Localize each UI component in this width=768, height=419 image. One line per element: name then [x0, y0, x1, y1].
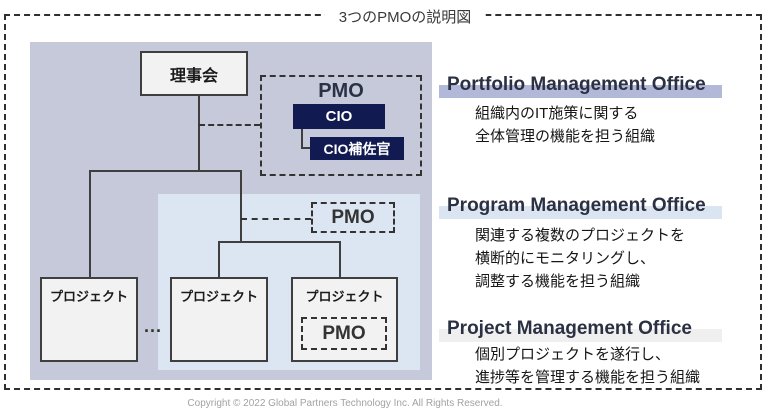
- connector-cio-down: [301, 129, 303, 149]
- project-section-heading: Project Management Office: [439, 318, 722, 342]
- body-line: 組織内のIT施策に関する: [475, 105, 639, 122]
- executive-pmo-label: PMO: [318, 80, 364, 102]
- connector-left-drop: [89, 170, 91, 277]
- body-line: 関連する複数のプロジェクトを: [475, 227, 686, 244]
- project-label: プロジェクト: [179, 289, 258, 304]
- program-pmo-label: PMO: [331, 206, 375, 228]
- cio-box: CIO: [293, 104, 385, 129]
- project-heading-text: Project Management Office: [447, 318, 692, 339]
- connector-branch-top: [89, 170, 242, 172]
- body-line: 横断的にモニタリングし、: [475, 250, 656, 267]
- body-line: 全体管理の機能を担う組織: [475, 128, 656, 145]
- connector-proj2-drop: [218, 241, 220, 277]
- connector-branch-inner: [218, 241, 341, 243]
- project-pmo-box: PMO: [301, 317, 387, 350]
- program-heading-bar: [439, 206, 722, 219]
- connector-board-down: [198, 96, 200, 171]
- dashed-connector-exec-pmo: [199, 124, 260, 126]
- project-box-2: プロジェクト: [170, 277, 268, 362]
- portfolio-section-body: 組織内のIT施策に関する 全体管理の機能を担う組織: [475, 102, 655, 148]
- board-box: 理事会: [140, 51, 248, 96]
- body-line: 進捗等を管理する機能を担う組織: [475, 369, 701, 386]
- project-section-body: 個別プロジェクトを遂行し、 進捗等を管理する機能を担う組織: [475, 343, 700, 389]
- project-label: プロジェクト: [49, 289, 128, 304]
- project-box-3: プロジェクト: [291, 277, 398, 362]
- connector-cio-aide: [301, 147, 310, 149]
- portfolio-heading-bar: [439, 85, 722, 98]
- cio-label: CIO: [325, 108, 353, 125]
- portfolio-section-heading: Portfolio Management Office: [439, 74, 722, 98]
- program-section-heading: Program Management Office: [439, 195, 722, 219]
- copyright-note: Copyright © 2022 Global Partners Technol…: [187, 398, 503, 409]
- project-box-1: プロジェクト: [40, 277, 138, 362]
- project-label: プロジェクト: [305, 289, 384, 304]
- program-section-body: 関連する複数のプロジェクトを 横断的にモニタリングし、 調整する機能を担う組織: [475, 224, 685, 293]
- portfolio-heading-text: Portfolio Management Office: [447, 74, 706, 95]
- connector-proj3-drop: [339, 241, 341, 277]
- board-label: 理事会: [169, 67, 218, 85]
- connector-right-drop: [240, 170, 242, 243]
- cio-aide-label: CIO補佐官: [323, 140, 391, 157]
- body-line: 個別プロジェクトを遂行し、: [475, 346, 671, 363]
- cio-aide-box: CIO補佐官: [310, 137, 404, 160]
- body-line: 調整する機能を担う組織: [475, 273, 641, 290]
- program-heading-text: Program Management Office: [447, 195, 706, 216]
- project-pmo-label: PMO: [322, 322, 366, 344]
- ellipsis: ...: [144, 316, 163, 336]
- program-pmo-box: PMO: [311, 202, 395, 233]
- executive-pmo-group: [260, 75, 422, 176]
- project-heading-bar: [439, 329, 722, 342]
- figure-title: 3つのPMOの説明図: [324, 6, 486, 27]
- dashed-connector-program-pmo: [241, 218, 311, 220]
